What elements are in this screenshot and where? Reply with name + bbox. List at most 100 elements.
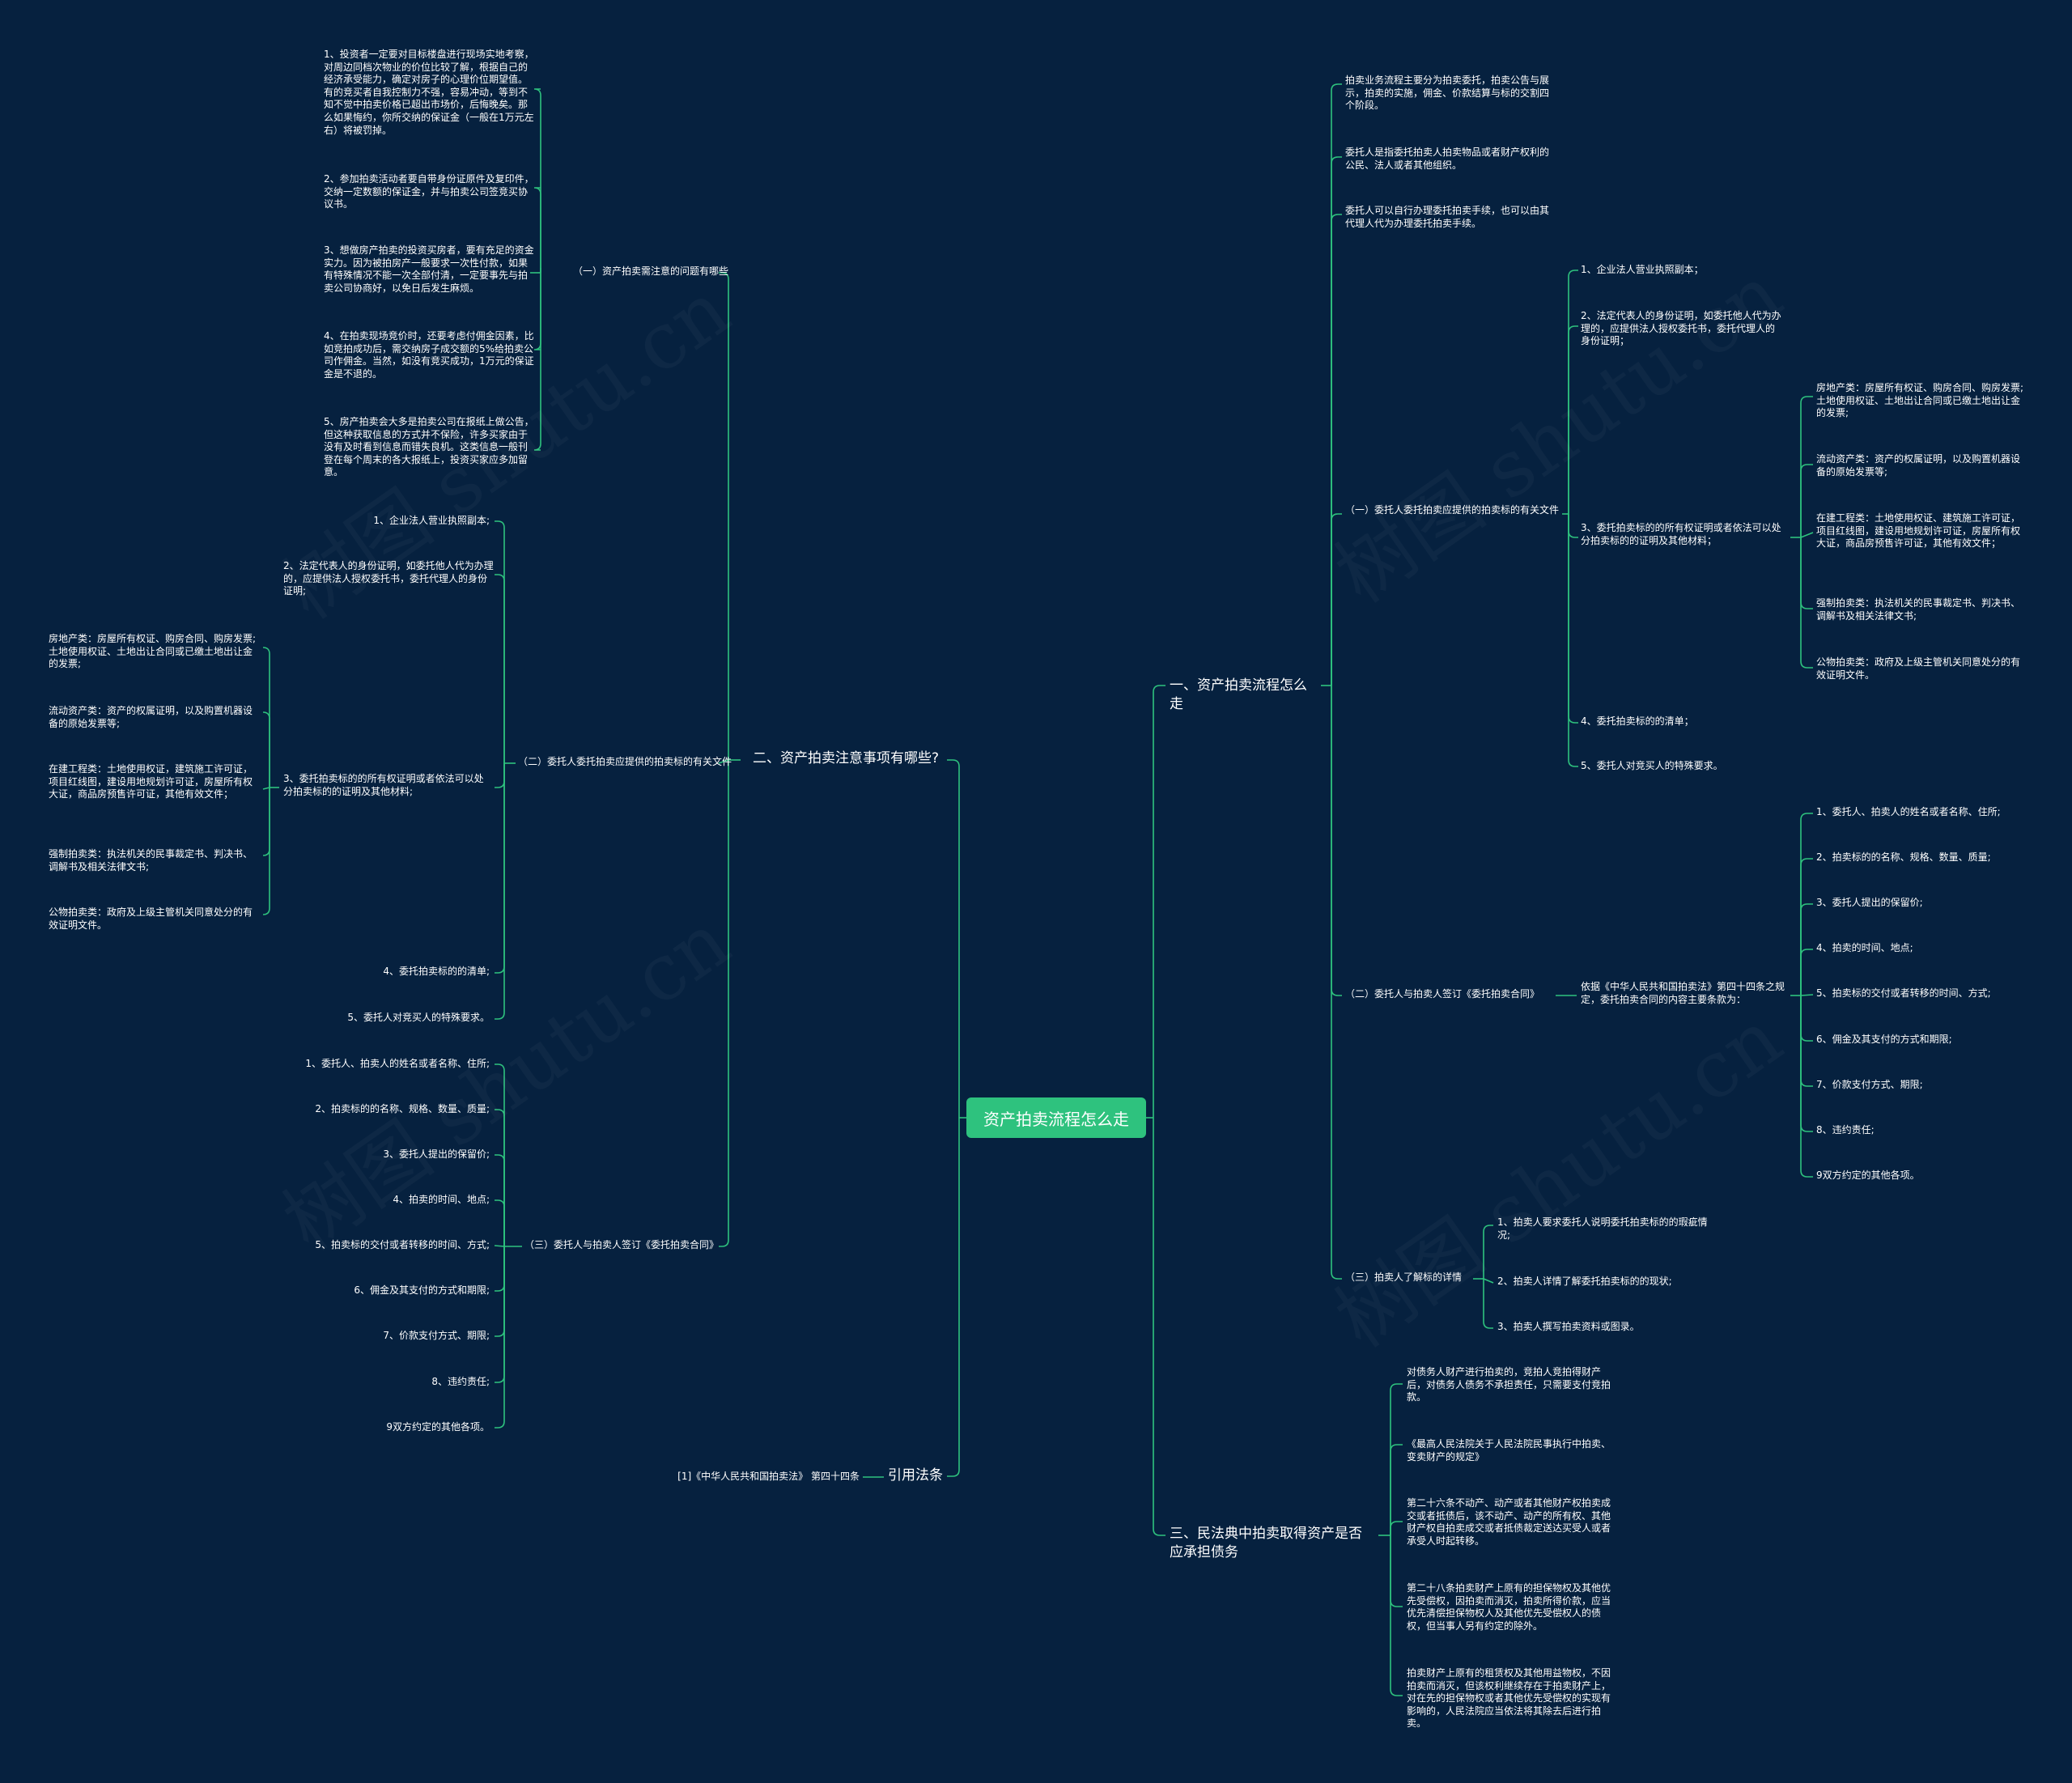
doc-type-item: 强制拍卖类：执法机关的民事裁定书、判决书、调解书及相关法律文书; [49,848,253,872]
list-item: 4、委托拍卖标的的清单； [1581,715,1694,727]
connector-line [495,1246,505,1337]
doc-type-item: 流动资产类：资产的权属证明，以及购置机器设备的原始发票等; [49,705,253,729]
law-text: 第二十六条不动产、动产或者其他财产权拍卖成交或者抵债后，该不动产、动产的所有权、… [1407,1497,1611,1547]
doc-type-item: 强制拍卖类：执法机关的民事裁定书、判决书、调解书及相关法律文书; [1816,597,2021,622]
connector-line [1800,537,1813,609]
contract-term: 8、违约责任; [431,1376,490,1387]
connector-line [1800,396,1813,537]
connector-line [719,272,729,760]
contract-term: 6、佣金及其支付的方式和期限; [354,1284,490,1296]
connector-line [533,273,541,451]
connector-line [1800,537,1813,669]
branch-citations[interactable]: 引用法条 [888,1467,943,1484]
sub-node-documents[interactable]: （二）委托人委托拍卖应提供的拍卖标的有关文件 [518,756,732,767]
connector-line [262,711,270,787]
contract-term: 4、拍卖的时间、地点; [393,1194,490,1205]
connector-line [1800,813,1813,996]
contract-term: 7、价款支付方式、期限; [383,1330,490,1341]
connector-line [495,1199,505,1246]
intro-text: 委托人可以自行办理委托拍卖手续，也可以由其代理人代为办理委托拍卖手续。 [1345,205,1550,229]
connector-line [533,187,541,273]
connector-line [1800,996,1813,1178]
law-text: 拍卖财产上原有的租赁权及其他用益物权，不因拍卖而消灭，但该权利继续存在于拍卖财产… [1407,1667,1611,1730]
doc-type-item: 在建工程类：土地使用权证、建筑施工许可证，项目红线图，建设用地规划许可证，房屋所… [1816,512,2021,550]
law-text: 对债务人财产进行拍卖的，竞拍人竞拍得财产后，对债务人债务不承担责任，只需要支付竞… [1407,1366,1611,1403]
doc-type-item: 流动资产类：资产的权属证明，以及购置机器设备的原始发票等; [1816,453,2021,478]
contract-basis: 依据《中华人民共和国拍卖法》第四十四条之规定，委托拍卖合同的内容主要条款为： [1581,981,1785,1005]
list-item: 5、委托人对竞买人的特殊要求。 [347,1012,490,1023]
list-item: 1、企业法人营业执照副本; [373,515,490,526]
issue-text: 3、想做房产拍卖的投资买房者，要有充足的资金实力。因为被拍房产一般要求一次性付款… [324,244,534,294]
contract-term: 5、拍卖标的交付或者转移的时间、方式; [1816,987,1991,999]
connector-line [1800,996,1813,1132]
connector-line [1568,514,1578,538]
list-item: 3、委托拍卖标的的所有权证明或者依法可以处分拍卖标的的证明及其他材料； [1581,522,1781,546]
sub-node-contract[interactable]: （三）委托人与拍卖人签订《委托拍卖合同》 [524,1239,720,1250]
doc-type-item: 房地产类：房屋所有权证、购房合同、购房发票;土地使用权证、土地出让合同或已缴土地… [49,633,257,670]
issue-text: 2、参加拍卖活动者要自带身份证原件及复印件，交纳一定数额的保证金，并与拍卖公司签… [324,173,534,210]
contract-term: 2、拍卖标的的名称、规格、数量、质量; [315,1103,490,1114]
root-node[interactable]: 资产拍卖流程怎么走 [966,1097,1146,1138]
connector-line [1390,1521,1403,1535]
connector-line [495,763,505,974]
connector-line [495,763,505,788]
connector-line [1568,325,1578,514]
issue-text: 1、投资者一定要对目标楼盘进行现场实地考察，对周边同档次物业的价位比较了解，根据… [324,49,534,136]
connector-line [533,88,541,273]
doc-type-item: 房地产类：房屋所有权证、购房合同、购房发票;土地使用权证、土地出让合同或已缴土地… [1816,382,2024,419]
connector-line [495,520,505,763]
contract-term: 9双方约定的其他各项。 [1816,1170,1920,1181]
connector-line [495,763,505,1020]
connector-line [495,1109,505,1246]
watermark: 树图 shutu.cn [1310,233,1800,623]
connector-line [1800,858,1813,996]
connector-line [1800,464,1813,537]
list-item: 1、拍卖人要求委托人说明委托拍卖标的的瑕疵情况; [1497,1216,1708,1241]
connector-line [1390,1535,1403,1696]
connector-line [1331,686,1342,996]
contract-term: 9双方约定的其他各项。 [386,1421,490,1433]
connector-line [495,1063,505,1246]
list-item: 2、拍卖人详情了解委托拍卖标的的现状; [1497,1276,1672,1287]
branch-process[interactable]: 一、资产拍卖流程怎么走 [1170,677,1307,712]
connector-line [262,787,270,856]
sub-node-contract[interactable]: （二）委托人与拍卖人签订《委托拍卖合同》 [1345,988,1540,1000]
connector-line [495,1246,505,1383]
connector-line [1800,996,1813,1087]
contract-term: 1、委托人、拍卖人的姓名或者名称、住所; [305,1058,490,1069]
watermark: 树图 shutu.cn [257,881,748,1271]
connector-line [1153,685,1166,1118]
contract-term: 3、委托人提出的保留价; [1816,897,1923,908]
list-item: 3、拍卖人撰写拍卖资料或图录。 [1497,1321,1640,1332]
connector-line [947,1118,960,1477]
doc-type-item: 公物拍卖类：政府及上级主管机关同意处分的有效证明文件。 [1816,656,2021,681]
contract-term: 1、委托人、拍卖人的姓名或者名称、住所; [1816,806,2001,817]
connector-line [262,787,270,790]
connector-line [1390,1444,1403,1535]
intro-text: 拍卖业务流程主要分为拍卖委托，拍卖公告与展示，拍卖的实施，佣金、价款结算与标的交… [1345,74,1550,112]
issue-text: 5、房产拍卖会大多是拍卖公司在报纸上做公告，但这种获取信息的方式并不保险，许多买… [324,416,534,478]
connector-line [1800,994,1814,996]
connector-line [262,787,270,915]
contract-term: 5、拍卖标的交付或者转移的时间、方式; [315,1239,490,1250]
connector-line [1153,1118,1166,1536]
list-item: 1、企业法人营业执照副本； [1581,264,1704,275]
connector-line [1331,83,1342,686]
branch-notes[interactable]: 二、资产拍卖注意事项有哪些? [752,750,939,766]
branch-debt[interactable]: 三、民法典中拍卖取得资产是否应承担债务 [1170,1526,1362,1560]
intro-text: 委托人是指委托拍卖人拍卖物品或者财产权利的公民、法人或者其他组织。 [1345,146,1550,171]
contract-term: 4、拍卖的时间、地点; [1816,942,1913,953]
sub-node-documents[interactable]: （一）委托人委托拍卖应提供的拍卖标的有关文件 [1345,504,1560,516]
sub-node-details[interactable]: （三）拍卖人了解标的详情 [1345,1271,1463,1283]
connector-line [1568,514,1578,767]
connector-line [1331,686,1342,1280]
connector-line [1568,514,1578,724]
sub-node-issues[interactable]: （一）资产拍卖需注意的问题有哪些 [572,265,728,277]
connector-line [1331,156,1342,686]
connector-line [1390,1535,1403,1607]
connector-line [719,760,729,1247]
connector-line [495,1154,505,1246]
contract-term: 8、违约责任; [1816,1124,1875,1136]
connector-line [1331,214,1342,686]
